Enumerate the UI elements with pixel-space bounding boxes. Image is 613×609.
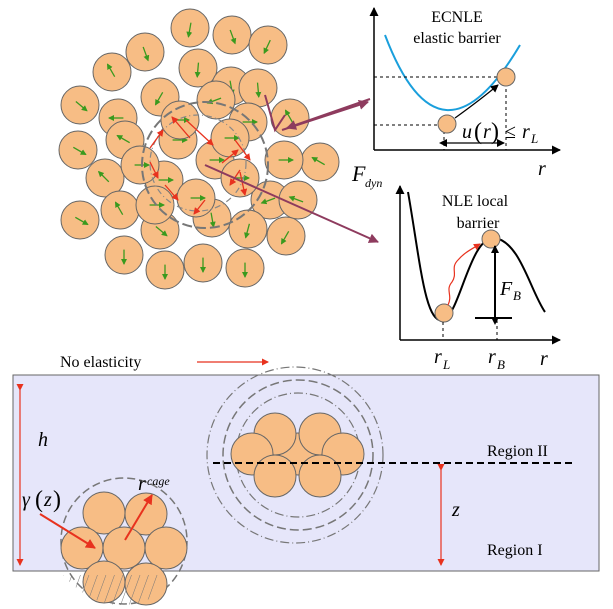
velocity-arrow xyxy=(280,230,290,245)
nle-x-label: r xyxy=(540,348,548,370)
film-panel: No elasticity h Region II Region I z γ (… xyxy=(12,354,600,606)
velocity-arrow xyxy=(311,156,326,166)
particle xyxy=(60,526,104,570)
no-elasticity-label: No elasticity xyxy=(60,354,141,371)
u-symbol: u xyxy=(462,121,472,143)
velocity-arrow xyxy=(209,212,216,228)
velocity-arrow xyxy=(155,226,168,237)
cage-arrow xyxy=(193,199,206,215)
velocity-arrow xyxy=(74,216,89,226)
r-cage-symbol: r xyxy=(138,473,146,495)
velocity-arrow xyxy=(75,101,88,112)
ecnle-hop-arrow xyxy=(454,84,499,119)
h-label: h xyxy=(38,429,48,451)
ecnle-particle-min xyxy=(437,114,457,134)
fb-symbol: F xyxy=(499,278,513,300)
nle-energy-curve xyxy=(407,191,546,322)
purple-squiggle xyxy=(264,94,286,133)
velocity-arrow xyxy=(229,29,237,45)
nle-plot: F dyn NLE local barrier F B r L r B r xyxy=(351,161,561,372)
nle-subtitle: barrier xyxy=(457,215,500,232)
gamma-paren-close: ) xyxy=(53,487,61,513)
hatched-region xyxy=(63,575,158,605)
velocity-arrow xyxy=(142,46,150,62)
velocity-arrow xyxy=(114,201,124,216)
cage-boundary-outer xyxy=(141,101,269,229)
tick-rB: r xyxy=(488,346,496,368)
arrow-to-nle xyxy=(204,164,379,243)
nle-hop-arrow xyxy=(447,243,481,306)
velocity-arrow xyxy=(263,39,271,55)
cage-arrow xyxy=(221,149,239,164)
velocity-arrow xyxy=(244,223,251,239)
velocity-arrow xyxy=(255,82,262,98)
fdyn-symbol: F xyxy=(351,161,366,186)
ecnle-x-label: r xyxy=(538,158,546,180)
particle xyxy=(124,492,168,536)
cage-boundary-inner xyxy=(149,114,247,212)
ecnle-plot: ECNLE elastic barrier r u ( r ) ≤ r L xyxy=(369,7,561,180)
ecnle-particle-disp xyxy=(496,67,516,87)
tick-rB-sub: B xyxy=(497,357,505,372)
cage-arrow xyxy=(239,171,248,196)
particle xyxy=(298,454,342,498)
velocity-arrow xyxy=(97,170,110,183)
ecnle-subtitle: elastic barrier xyxy=(413,30,501,47)
cage-arrow xyxy=(234,139,251,161)
gamma-arrow xyxy=(39,513,96,549)
velocity-arrow xyxy=(116,134,131,144)
velocity-arrow xyxy=(260,197,276,205)
paren-open: ( xyxy=(474,119,482,145)
cage-arrow xyxy=(171,116,191,139)
film-center-cluster xyxy=(230,412,365,498)
particle-cluster xyxy=(58,8,340,290)
velocity-arrow xyxy=(72,146,87,156)
fdyn-subscript: dyn xyxy=(365,176,382,190)
tick-rL-sub: L xyxy=(442,357,450,372)
paren-close: ) xyxy=(491,119,499,145)
velocity-arrow xyxy=(288,195,304,203)
region1-label: Region I xyxy=(487,542,543,559)
cage-ring-outer xyxy=(206,366,384,544)
z-label: z xyxy=(451,499,460,521)
rL-symbol: r xyxy=(522,121,530,143)
surface-cluster xyxy=(60,491,188,606)
ecnle-title: ECNLE xyxy=(431,9,483,26)
velocity-arrow xyxy=(186,22,193,38)
r-cage-subscript: cage xyxy=(147,474,170,488)
cage-arrow xyxy=(164,184,179,201)
u-arg: r xyxy=(483,121,491,143)
cage-arrow xyxy=(185,119,214,146)
r-cage-arrow xyxy=(124,494,153,541)
velocity-arrow xyxy=(106,63,116,78)
particle xyxy=(253,454,297,498)
nle-title: NLE local xyxy=(442,193,509,210)
cage-arrow xyxy=(149,129,164,149)
fb-subscript: B xyxy=(513,288,521,303)
arrow-from-ecnle xyxy=(286,98,371,130)
nle-particle-well xyxy=(434,303,454,323)
gamma-arg: z xyxy=(43,489,52,511)
tick-rL: r xyxy=(434,346,442,368)
particle xyxy=(144,526,188,570)
region2-label: Region II xyxy=(487,443,548,460)
leq-symbol: ≤ xyxy=(505,121,516,143)
purple-connectors xyxy=(204,94,379,243)
cage-arrow xyxy=(149,161,159,179)
velocity-arrow xyxy=(194,62,201,78)
nle-particle-barrier xyxy=(481,229,501,249)
rL-subscript: L xyxy=(530,131,538,146)
cage-red-arrows xyxy=(149,116,251,215)
gamma-paren-open: ( xyxy=(35,487,43,513)
cage-ring-mid xyxy=(222,379,374,531)
velocity-arrow xyxy=(154,91,164,106)
gamma-symbol: γ xyxy=(22,489,31,511)
